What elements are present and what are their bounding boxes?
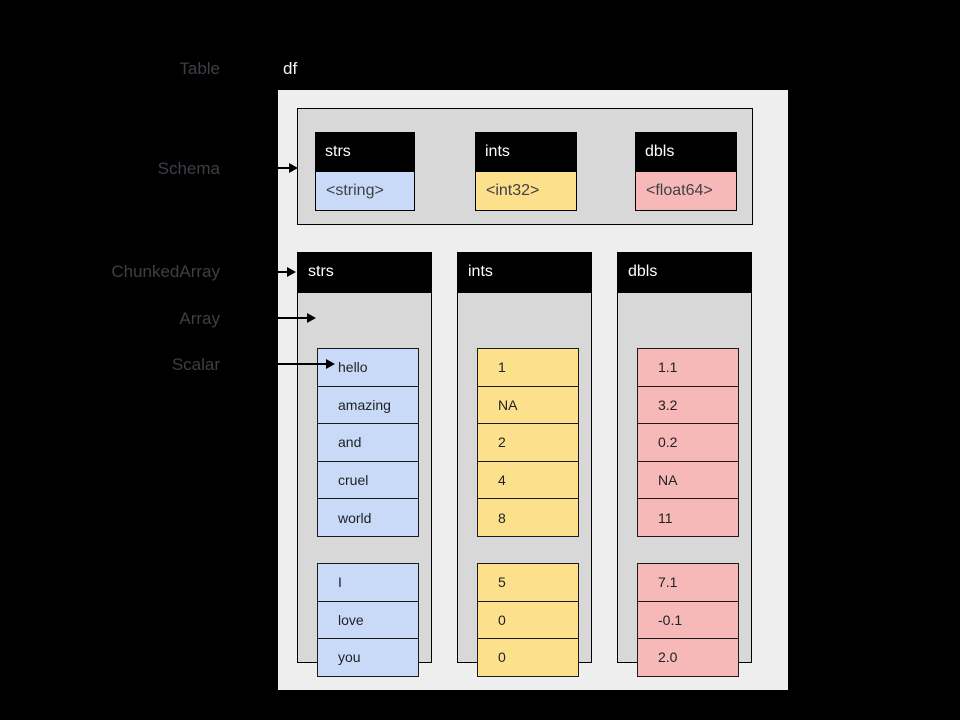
side-label-table: Table	[179, 59, 220, 78]
column-body: hello amazing and cruel world I love you	[297, 292, 432, 677]
array-cell: 0	[477, 600, 579, 640]
array-cell: and	[317, 423, 419, 462]
column-body: 1.1 3.2 0.2 NA 11 7.1 -0.1 2.0	[617, 292, 752, 677]
schema-field-dbls: dbls <float64>	[635, 132, 737, 211]
array-cell: NA	[477, 385, 579, 425]
schema-field-type: <float64>	[635, 171, 737, 211]
array-cell: 1.1	[637, 348, 739, 387]
array-cell: 2.0	[637, 638, 739, 677]
array-cell: NA	[637, 460, 739, 500]
array-cell: 3.2	[637, 385, 739, 425]
schema-field-name: strs	[315, 132, 415, 171]
array-chunk: hello amazing and cruel world	[317, 348, 419, 537]
array-cell: 8	[477, 498, 579, 537]
chunkedarray-column-ints: ints 1 NA 2 4 8 5 0 0	[457, 252, 592, 677]
array-cell: 11	[637, 498, 739, 537]
chunkedarray-column-dbls: dbls 1.1 3.2 0.2 NA 11 7.1 -0.1 2.0	[617, 252, 752, 677]
array-cell: I	[317, 563, 419, 602]
array-cell: cruel	[317, 460, 419, 500]
array-cell: amazing	[317, 385, 419, 425]
side-label-array: Array	[179, 309, 220, 328]
schema-field-ints: ints <int32>	[475, 132, 577, 211]
column-header: ints	[457, 252, 592, 292]
schema-field-name: ints	[475, 132, 577, 171]
schema-arrow	[232, 163, 298, 173]
array-cell: 7.1	[637, 563, 739, 602]
array-cell: you	[317, 638, 419, 677]
column-body: 1 NA 2 4 8 5 0 0	[457, 292, 592, 677]
column-header: dbls	[617, 252, 752, 292]
array-cell: 4	[477, 460, 579, 500]
array-cell: 5	[477, 563, 579, 602]
array-cell: 0	[477, 638, 579, 677]
table-variable-name: df	[283, 59, 298, 78]
array-cell: 2	[477, 423, 579, 462]
array-chunk: I love you	[317, 563, 419, 677]
array-chunk: 1.1 3.2 0.2 NA 11	[637, 348, 739, 537]
schema-field-name: dbls	[635, 132, 737, 171]
array-chunk: 7.1 -0.1 2.0	[637, 563, 739, 677]
schema-field-type: <string>	[315, 171, 415, 211]
array-chunk: 1 NA 2 4 8	[477, 348, 579, 537]
array-cell: 0.2	[637, 423, 739, 462]
array-chunk: 5 0 0	[477, 563, 579, 677]
schema-field-type: <int32>	[475, 171, 577, 211]
side-label-chunkedarray: ChunkedArray	[111, 262, 220, 281]
chunkedarray-column-strs: strs hello amazing and cruel world I lov…	[297, 252, 432, 677]
array-arrow	[232, 313, 316, 323]
scalar-arrow	[232, 359, 335, 369]
array-cell: world	[317, 498, 419, 537]
column-header: strs	[297, 252, 432, 292]
side-label-scalar: Scalar	[171, 355, 220, 374]
array-cell: 1	[477, 348, 579, 387]
chunkedarray-arrow	[232, 267, 296, 277]
schema-field-strs: strs <string>	[315, 132, 415, 211]
side-label-schema: Schema	[157, 159, 220, 178]
array-cell: love	[317, 600, 419, 640]
array-cell: -0.1	[637, 600, 739, 640]
